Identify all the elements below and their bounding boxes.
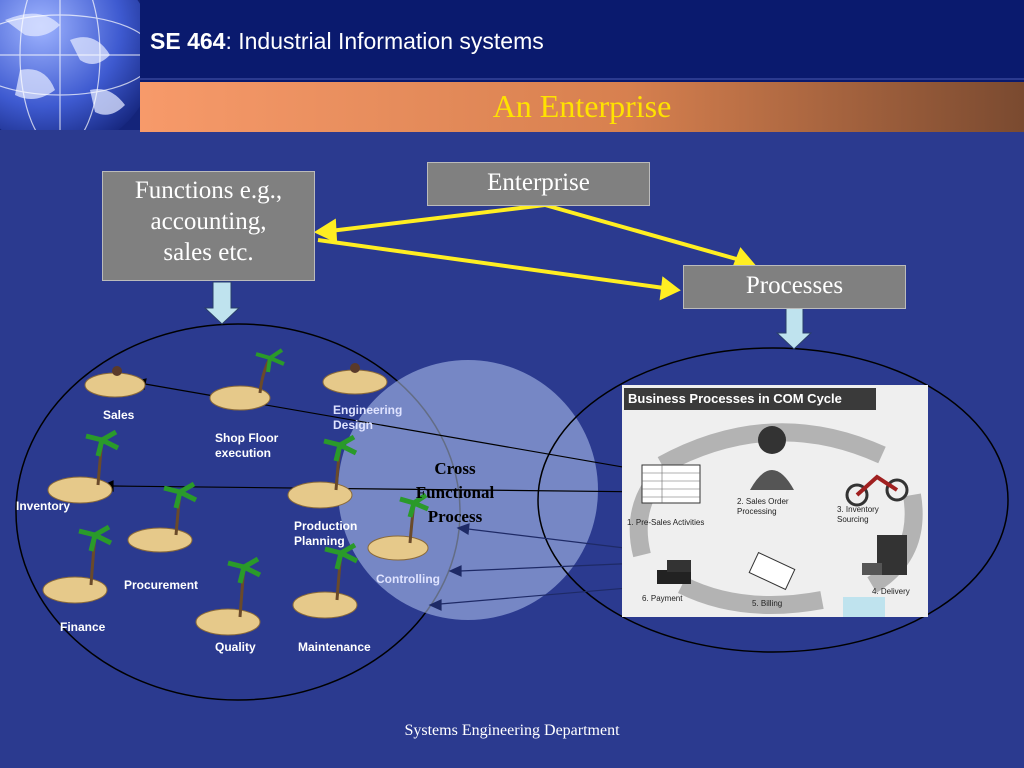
down-arrow-left [203, 281, 241, 325]
label-quality: Quality [215, 640, 256, 654]
island-finance [42, 524, 113, 604]
label-engineering-2: Design [333, 418, 374, 432]
label-shop-floor-2: execution [215, 446, 272, 460]
island-quality [195, 556, 262, 636]
island-procurement [127, 481, 198, 553]
bp-step-4: 4. Delivery [872, 587, 910, 596]
header-bar [0, 0, 1024, 78]
island-inventory [47, 429, 120, 504]
globe-icon [0, 0, 140, 130]
label-inventory: Inventory [16, 499, 71, 513]
label-production-2: Planning [294, 534, 345, 548]
arrow-functions-processes [317, 238, 665, 290]
bp-step-6: 6. Payment [642, 594, 683, 603]
bp-step-2-a: 2. Sales Order [737, 497, 789, 506]
label-shop-floor-1: Shop Floor [215, 431, 279, 445]
label-sales: Sales [103, 408, 135, 422]
down-arrow-right [775, 306, 813, 350]
island-controlling [367, 492, 429, 561]
island-sales [84, 366, 146, 398]
course-code: SE 464 [150, 28, 226, 54]
functions-line-1: Functions e.g., [134, 177, 283, 204]
cross-line-3: Process [427, 507, 483, 526]
footer-text: Systems Engineering Department [404, 722, 620, 739]
island-shopfloor [209, 348, 285, 411]
course-heading: SE 464: Industrial Information systems [150, 28, 544, 55]
bp-step-3-a: 3. Inventory [837, 505, 879, 514]
label-maintenance: Maintenance [298, 640, 371, 654]
label-engineering-1: Engineering [333, 403, 403, 417]
functions-line-2: accounting, [150, 208, 267, 235]
label-production-1: Production [294, 519, 358, 533]
functions-box: Functions e.g., accounting, sales etc. [102, 171, 315, 281]
label-controlling: Controlling [376, 572, 440, 586]
island-maintenance [292, 542, 359, 619]
enterprise-box: Enterprise [427, 162, 650, 206]
processes-box: Processes [683, 265, 906, 309]
bp-step-3-b: Sourcing [837, 515, 869, 524]
business-process-image: Business Processes in COM Cycle 1. Pre-S… [622, 385, 928, 617]
functions-line-3: sales etc. [163, 239, 254, 266]
arrow-enterprise-processes [544, 203, 741, 262]
processes-ellipse [537, 347, 1009, 653]
bp-title: Business Processes in COM Cycle [624, 388, 876, 410]
cross-line-2: Functional [415, 483, 495, 502]
cross-line-1: Cross [434, 459, 476, 478]
bp-step-2-b: Processing [737, 507, 777, 516]
island-production [287, 434, 358, 509]
bp-cycle-graphic [629, 423, 923, 614]
bp-step-5: 5. Billing [752, 599, 783, 608]
bp-corner-patch [843, 597, 885, 617]
slide-title: An Enterprise [492, 88, 672, 124]
title-bar: An Enterprise [140, 80, 1024, 132]
bp-step-1: 1. Pre-Sales Activities [627, 518, 705, 527]
course-name: : Industrial Information systems [225, 28, 544, 54]
label-procurement: Procurement [124, 578, 199, 592]
cross-functional-label: Cross Functional Process [395, 457, 515, 529]
label-finance: Finance [60, 620, 106, 634]
island-engineering [322, 363, 388, 395]
arrow-enterprise-functions [329, 203, 546, 233]
